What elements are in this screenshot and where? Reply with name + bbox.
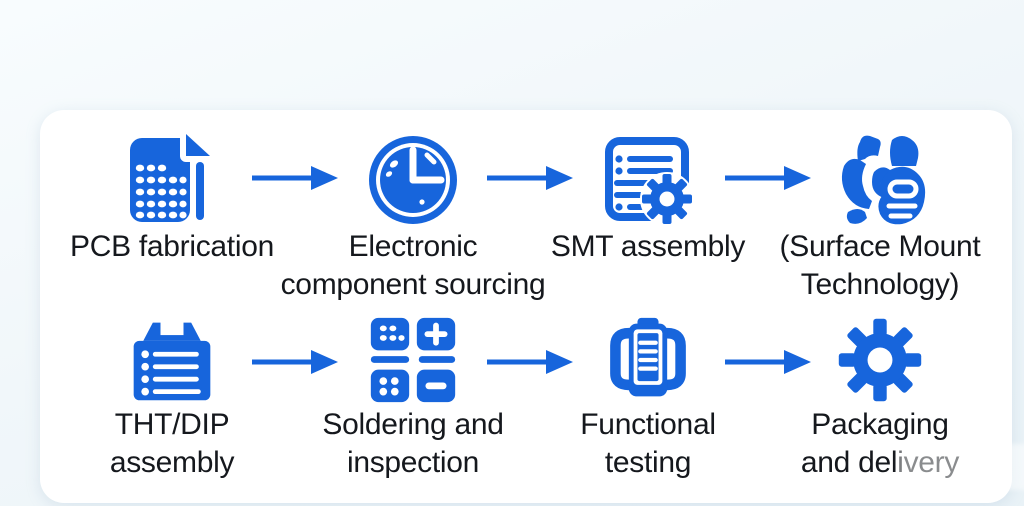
step-functional-testing: Functional testing <box>498 312 798 482</box>
step-label-line: Soldering and <box>322 408 504 441</box>
clipboard-list-icon <box>133 317 211 401</box>
step-label: PCB fabrication <box>70 228 274 266</box>
step-label: (Surface Mount Technology) <box>780 228 981 304</box>
flow-arrow <box>252 166 338 190</box>
flow-arrow <box>487 166 573 190</box>
step-tht-dip-assembly: THT/DIP assembly <box>22 312 322 482</box>
flow-arrow <box>725 166 811 190</box>
clock-icon <box>369 136 457 224</box>
step-label: Electronic component sourcing <box>281 228 546 304</box>
step-label: Functional testing <box>580 406 716 482</box>
step-label-line: Technology) <box>800 268 960 301</box>
step-smt-full-name: (Surface Mount Technology) <box>730 132 1024 304</box>
flow-arrow <box>725 350 811 374</box>
step-smt-assembly: SMT assembly <box>498 132 798 266</box>
flow-arrow <box>252 350 338 374</box>
step-label-line: component sourcing <box>280 268 546 301</box>
step-label-line: (Surface Mount <box>779 230 981 263</box>
step-label-line: assembly <box>109 446 235 479</box>
test-fixture-icon <box>610 317 686 397</box>
step-label-line: and delivery <box>800 446 960 479</box>
gear-icon <box>838 318 922 402</box>
process-card: PCB fabrication Electronic component sou… <box>40 110 1024 503</box>
step-label-line: testing <box>604 446 692 479</box>
step-label-line: SMT assembly <box>550 230 746 263</box>
step-label-line: inspection <box>346 446 480 479</box>
step-label-line: PCB fabrication <box>70 230 274 263</box>
step-label-line: Electronic <box>348 230 478 263</box>
step-label: SMT assembly <box>550 228 746 266</box>
step-label-line: Functional <box>580 408 716 441</box>
hand-chip-icon <box>841 135 926 225</box>
step-label: Soldering and inspection <box>322 406 504 482</box>
step-component-sourcing: Electronic component sourcing <box>263 132 563 304</box>
flow-arrow <box>487 350 573 374</box>
step-label-line: THT/DIP <box>114 408 230 441</box>
checklist-gear-icon <box>605 137 694 226</box>
calculator-icon <box>370 317 456 403</box>
step-pcb-fabrication: PCB fabrication <box>22 132 322 266</box>
step-label: THT/DIP assembly <box>109 406 235 482</box>
step-label-line: Packaging <box>811 408 949 441</box>
pcb-sheet-icon <box>130 134 210 222</box>
step-soldering-inspection: Soldering and inspection <box>263 312 563 482</box>
step-label: Packaging and delivery <box>801 406 959 482</box>
step-packaging-delivery: Packaging and delivery <box>730 312 1024 482</box>
